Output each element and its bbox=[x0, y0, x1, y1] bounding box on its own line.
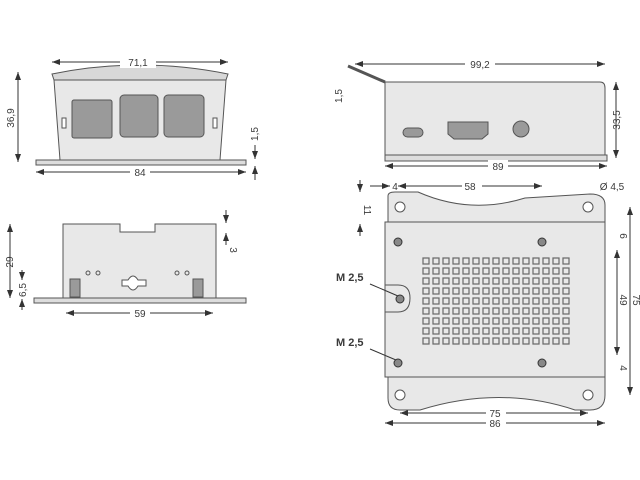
long-side-view: 99,2 1,5 33,5 89 bbox=[334, 58, 623, 173]
dim-top-width: 71,1 bbox=[128, 58, 148, 69]
dim-total-length: 99,2 bbox=[470, 60, 490, 71]
front-view: 71,1 36,9 84 1,5 bbox=[6, 56, 261, 180]
hdmi-port bbox=[447, 121, 489, 140]
dim-height: 33,5 bbox=[612, 110, 623, 130]
dim-total-width: 86 bbox=[489, 419, 501, 430]
dim-inner-width: 59 bbox=[134, 309, 146, 320]
dim-hole-dia: Ø 4,5 bbox=[600, 182, 625, 193]
dim-tab: 1,5 bbox=[334, 89, 345, 103]
dim-flange: 1,5 bbox=[250, 127, 261, 141]
usb-port bbox=[163, 94, 205, 138]
thread-label-lower: M 2,5 bbox=[336, 337, 364, 349]
dim-mount-span: 75 bbox=[630, 294, 640, 306]
dim-bottom-gap: 4 bbox=[617, 365, 628, 371]
side-view: 29 6,5 59 3 bbox=[5, 210, 247, 320]
dim-body-length: 89 bbox=[492, 162, 504, 173]
dim-hole-rows: 49 bbox=[617, 294, 628, 306]
usb-c-port bbox=[402, 127, 424, 138]
thread-label-upper: M 2,5 bbox=[336, 272, 364, 284]
dim-height: 36,9 bbox=[6, 108, 17, 128]
dim-hole-spacing: 58 bbox=[464, 182, 476, 193]
dim-height: 29 bbox=[5, 256, 16, 268]
dim-lip: 3 bbox=[227, 247, 238, 253]
ethernet-port bbox=[71, 99, 113, 139]
dim-offset-left: 4 bbox=[392, 182, 398, 193]
audio-jack bbox=[512, 120, 530, 138]
dim-foot: 6,5 bbox=[18, 283, 29, 297]
dim-hole-span: 75 bbox=[489, 409, 501, 420]
dim-top-gap: 6 bbox=[617, 233, 628, 239]
bottom-view: 4 58 Ø 4,5 11 6 49 75 4 M 2,5 M 2,5 75 8… bbox=[336, 180, 640, 430]
dim-base-width: 84 bbox=[134, 168, 146, 179]
vent-grid bbox=[422, 257, 570, 345]
usb-port bbox=[119, 94, 159, 138]
dim-top-offset: 11 bbox=[361, 205, 372, 216]
